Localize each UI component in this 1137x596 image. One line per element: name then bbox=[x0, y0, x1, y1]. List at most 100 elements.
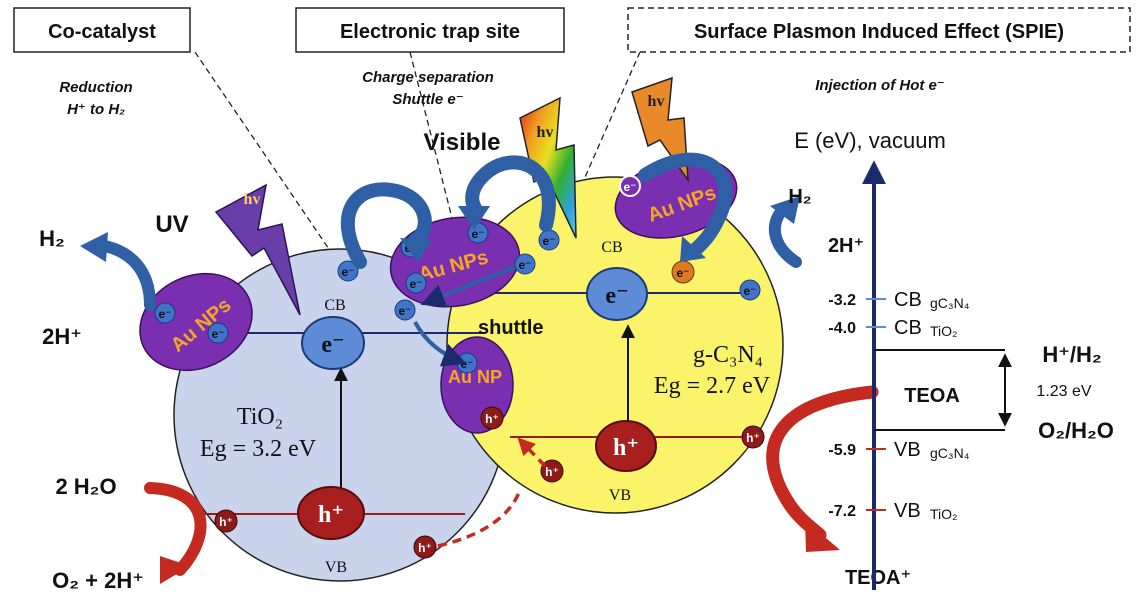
energy-level-band: VB bbox=[894, 500, 921, 522]
hot-electron-arrowhead bbox=[680, 236, 706, 262]
uv-label: UV bbox=[155, 211, 188, 238]
hole-dot-label: h⁺ bbox=[418, 541, 432, 555]
tio2-vb-hole bbox=[297, 486, 365, 540]
gc3n4-vb-hole-label: h⁺ bbox=[613, 435, 639, 461]
energy-level-value: -7.2 bbox=[828, 503, 856, 520]
energy-level-band: CB bbox=[894, 317, 922, 339]
h-couple-label: H⁺/H₂ bbox=[1042, 342, 1101, 367]
electron-dot-label: e⁻ bbox=[518, 258, 531, 272]
tio2-name: TiO₂ bbox=[237, 404, 283, 430]
gc3n4-cb-electron-label: e⁻ bbox=[605, 283, 628, 309]
electron-transfer-arrow bbox=[420, 265, 516, 308]
energy-level-material: TiO₂ bbox=[930, 323, 957, 339]
teoa-plus-label: TEOA⁺ bbox=[845, 567, 911, 589]
h2-evolution-arrowhead-right bbox=[770, 196, 800, 224]
electron-dot-label: e⁻ bbox=[398, 304, 411, 318]
tio2-bandgap: Eg = 3.2 eV bbox=[200, 436, 317, 462]
gc3n4-bandgap: Eg = 2.7 eV bbox=[654, 373, 771, 399]
header-trap-text: Electronic trap site bbox=[340, 21, 520, 43]
hv-visible: hv bbox=[537, 124, 554, 141]
gc3n4-vb-hole bbox=[595, 420, 657, 472]
electron-dot-label: e⁻ bbox=[542, 234, 555, 248]
gc3n4-name: g-C₃N₄ bbox=[693, 342, 763, 368]
electron-dot-label: e⁻ bbox=[211, 327, 224, 341]
energy-level-value: -5.9 bbox=[828, 442, 856, 459]
energy-level-material: gC₃N₄ bbox=[930, 295, 970, 311]
teoa-oxidation-arrow bbox=[766, 385, 879, 542]
energy-level-value: -4.0 bbox=[828, 320, 856, 337]
hole-dot-label: h⁺ bbox=[219, 515, 233, 529]
energy-level-band: VB bbox=[894, 439, 921, 461]
lightning-visible: hv bbox=[519, 96, 577, 239]
tio2-cb-electron bbox=[301, 316, 365, 370]
h2-evolution-arrow-left bbox=[94, 239, 156, 311]
subtitle-h-to-h2: H⁺ to H₂ bbox=[67, 101, 125, 118]
electron-dot bbox=[337, 260, 359, 282]
header-spie-text: Surface Plasmon Induced Effect (SPIE) bbox=[694, 21, 1064, 43]
electron-dot-hot bbox=[619, 175, 641, 197]
water-label: 2 H₂O bbox=[55, 474, 116, 499]
hole-dot bbox=[214, 509, 238, 533]
h2-right: H₂ bbox=[788, 186, 811, 208]
transfer-curve-arrowhead-2 bbox=[458, 206, 490, 230]
hole-dot bbox=[413, 535, 437, 559]
gc3n4-cb-electron bbox=[586, 267, 648, 321]
hole-dot bbox=[741, 425, 765, 449]
water-oxidation-arrow bbox=[144, 482, 207, 576]
tio2-vb-label: VB bbox=[325, 559, 347, 576]
twoh-left: 2H⁺ bbox=[42, 324, 82, 349]
electron-dot bbox=[394, 299, 416, 321]
leader-spie bbox=[574, 51, 641, 201]
hole-dot bbox=[540, 459, 564, 483]
visible-label: Visible bbox=[424, 129, 501, 156]
transfer-curve-arrow-2 bbox=[465, 155, 556, 232]
electron-dot-label: e⁻ bbox=[158, 307, 171, 321]
header-cocatalyst-text: Co-catalyst bbox=[48, 21, 156, 43]
teoa-label: TEOA bbox=[904, 385, 960, 407]
hole-dot-label: h⁺ bbox=[746, 431, 760, 445]
energy-level-material: gC₃N₄ bbox=[930, 445, 970, 461]
au-np-junction-label: Au NP bbox=[448, 367, 502, 387]
teoa-oxidation-arrowhead bbox=[805, 520, 840, 552]
o-couple-label: O₂/H₂O bbox=[1038, 418, 1114, 443]
gc3n4-vb-label: VB bbox=[609, 487, 631, 504]
leader-cocatalyst bbox=[194, 51, 336, 259]
leader-trap bbox=[409, 51, 456, 231]
header-cocatalyst: Co-catalyst bbox=[13, 7, 191, 53]
hv-plasmon: hv bbox=[648, 93, 665, 110]
electron-dot bbox=[207, 322, 229, 344]
transfer-curve-arrowhead-1 bbox=[400, 238, 432, 262]
tio2-cb-label: CB bbox=[324, 297, 345, 314]
lightning-plasmon: hv bbox=[631, 76, 689, 183]
energy-level-material: TiO₂ bbox=[930, 506, 957, 522]
energy-axis-title: E (eV), vacuum bbox=[794, 128, 946, 153]
energy-level-value: -3.2 bbox=[828, 292, 856, 309]
gc3n4-cb-label: CB bbox=[601, 239, 622, 256]
water-oxidation-arrowhead bbox=[160, 556, 190, 584]
au-np-left bbox=[139, 272, 253, 372]
shuttle-label: shuttle bbox=[478, 317, 544, 339]
shuttle-arrow bbox=[413, 321, 467, 367]
hole-dot bbox=[480, 406, 504, 430]
redox-window-label: 1.23 eV bbox=[1036, 383, 1091, 400]
hole-transfer-dashed-2 bbox=[517, 437, 547, 468]
transfer-curve-arrow-1 bbox=[340, 182, 432, 269]
hole-dot-label: h⁺ bbox=[545, 465, 559, 479]
hv-uv: hv bbox=[244, 191, 261, 208]
electron-dot-label: e⁻ bbox=[743, 284, 756, 298]
electron-dot bbox=[154, 302, 176, 324]
electron-dot-label: e⁻ bbox=[676, 266, 689, 280]
oxygen-label: O₂ + 2H⁺ bbox=[52, 568, 144, 593]
electron-dot-label: e⁻ bbox=[460, 357, 473, 371]
subtitle-charge-separation: Charge separation bbox=[362, 69, 494, 86]
electron-dot-label: e⁻ bbox=[341, 265, 354, 279]
subtitle-shuttle: Shuttle e⁻ bbox=[392, 91, 463, 108]
electron-dot-label: e⁻ bbox=[471, 227, 484, 241]
small-holes: h⁺ h⁺ h⁺ h⁺ h⁺ bbox=[214, 406, 765, 559]
energy-level-band: CB bbox=[894, 289, 922, 311]
tio2-vb-hole-label: h⁺ bbox=[318, 502, 344, 528]
electron-dot-label: e⁻ bbox=[623, 180, 636, 194]
h2-evolution-arrowhead-left bbox=[80, 232, 108, 262]
